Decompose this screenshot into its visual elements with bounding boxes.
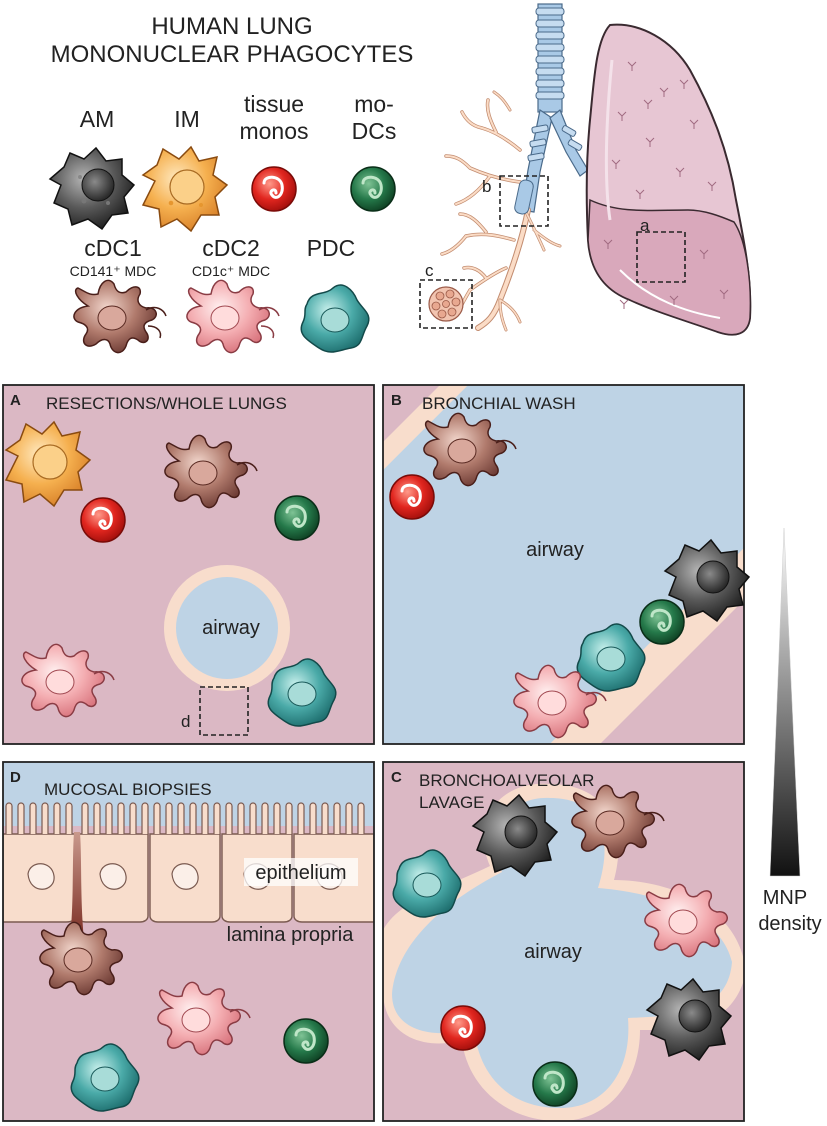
panel-c-pdc-cell [392,849,462,918]
panel-a-modc-cell [274,495,320,541]
panel-d-cdc1-cell [39,921,123,996]
panel-c-letter: C [391,769,402,786]
panel-a-cdc2-cell [21,643,115,718]
panel-b-cdc1-cell [423,412,517,487]
panel-d-lamina-label: lamina propria [227,924,355,946]
legend-cdc2-cell [186,279,280,354]
panel-b-title: BRONCHIAL WASH [422,394,576,413]
microvilli [5,802,365,834]
panel-c-cdc2-cell [644,883,728,958]
dc-dendrite-through-epithelium [70,832,84,940]
panel-b-airway-label: airway [526,539,584,561]
legend-modc-cell [350,166,396,212]
lung-label-a: a [640,216,650,235]
panel-a-mono-cell [80,497,126,543]
panel-b-pdc-cell [576,623,646,692]
panel-c-cdc1-cell [571,784,665,859]
legend-label-pdc: PDC [307,235,356,261]
panel-d-epithelium-label: epithelium [255,862,346,884]
panel-c-airway-label: airway [524,941,582,963]
panel-b: B BRONCHIAL WASH airway [382,384,751,745]
legend-label-modcs-1: mo- [354,91,394,117]
density-label-line1: MNP [763,887,807,909]
legend-cdc1-cell [73,279,167,354]
panel-a: A RESECTIONS/WHOLE LUNGS airway d [2,384,375,745]
figure-title-line1: HUMAN LUNG [151,13,312,40]
legend-label-cdc2: cDC2 [202,235,260,261]
lung-label-b: b [482,177,491,196]
panel-d-title: MUCOSAL BIOPSIES [44,780,212,799]
legend-label-cdc2-sub: CD1c⁺ MDC [192,263,270,279]
panel-c-am-cell-bottom [645,977,733,1062]
panel-a-box-d [199,686,249,736]
panel-b-cdc2-cell [513,664,607,739]
lung-box-b [499,175,549,227]
legend-label-am: AM [80,106,115,132]
panel-c-modc-cell [532,1061,578,1107]
panel-b-modc-cell [639,599,685,645]
panel-a-label-d: d [181,712,190,731]
panel-b-mono-cell [389,474,435,520]
legend-pdc-cell [300,284,370,353]
density-label-line2: density [758,913,821,935]
panel-c-mono-cell [440,1005,486,1051]
legend-label-monos-2: monos [239,118,308,144]
mnp-density-scale: MNP density [758,527,822,935]
lung-label-c: c [425,261,434,280]
panel-b-am-cell [663,538,751,623]
alveolus-cluster [428,286,464,322]
figure-title-line2: MONONUCLEAR PHAGOCYTES [51,41,414,68]
legend-label-cdc1: cDC1 [84,235,142,261]
panel-d-letter: D [10,769,21,786]
panel-c-am-cell-top [471,793,559,878]
legend-im-cell [141,145,229,233]
panel-a-letter: A [10,392,21,409]
panel-a-airway-label: airway [202,617,260,639]
panel-d-cdc2-cell [157,981,251,1056]
panel-d: D MUCOSAL BIOPSIES epithelium lamina pro… [2,761,375,1122]
alveolar-marks [603,61,729,309]
legend-label-monos-1: tissue [244,91,304,117]
legend-am-cell [48,146,136,231]
panel-d-pdc-cell [70,1043,140,1112]
panel-c-title-line1: BRONCHOALVEOLAR [419,771,594,790]
legend-mono-cell [251,166,297,212]
panel-b-letter: B [391,392,402,409]
panel-a-pdc-cell [267,658,337,727]
lung-box-c [419,279,473,329]
panel-c: C BRONCHOALVEOLAR LAVAGE airway [382,761,745,1122]
panel-c-title-line2: LAVAGE [419,793,485,812]
legend-label-im: IM [174,106,200,132]
lung-illustration: a b c [419,3,752,336]
panel-d-modc-cell [283,1018,329,1064]
lung-box-a [636,231,686,283]
legend-label-modcs-2: DCs [352,118,397,144]
panel-a-cdc1-cell [164,434,258,509]
panel-a-im-cell [4,420,92,508]
panel-a-title: RESECTIONS/WHOLE LUNGS [46,394,287,413]
legend-label-cdc1-sub: CD141⁺ MDC [70,263,157,279]
